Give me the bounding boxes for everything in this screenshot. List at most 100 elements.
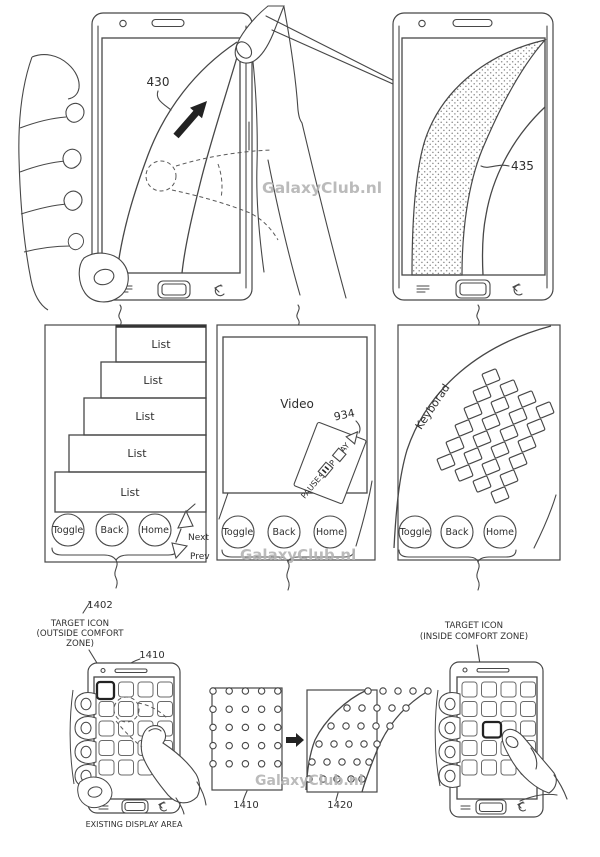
grid-dot (258, 688, 264, 694)
grid-dot (275, 724, 281, 730)
grid-dot (410, 688, 416, 694)
grid-dot (242, 742, 248, 748)
grid-dot (361, 741, 367, 747)
ref-430-label: 430 (147, 75, 170, 89)
prev-label: Prev (190, 552, 210, 562)
speaker-icon (477, 669, 509, 673)
grid-dot (226, 742, 232, 748)
target-icon-caption: (OUTSIDE COMFORT (37, 629, 125, 639)
app-icon (521, 682, 536, 697)
app-icon (158, 702, 173, 717)
grid-dot (226, 724, 232, 730)
app-icon (462, 721, 477, 736)
app-icon (99, 721, 114, 736)
speaker-icon (152, 20, 184, 27)
panel-keyboard: Keyborad Toggle Back Home (394, 325, 560, 590)
app-icon (119, 741, 134, 756)
grid-dot (373, 723, 379, 729)
grid-dot (359, 705, 365, 711)
fingernail-icon (64, 102, 85, 124)
app-icon (521, 721, 536, 736)
ref-1420-label: 1420 (327, 800, 352, 811)
grid-dot (425, 688, 431, 694)
ref-1410-label: 1410 (139, 650, 164, 661)
figure-swipe-gesture: 430 GalaxyClub.nl (19, 6, 553, 310)
holding-hand (435, 690, 460, 787)
back-label: Back (445, 527, 469, 538)
fingernail-icon (68, 233, 83, 249)
grid-dot (365, 688, 371, 694)
app-icon (521, 702, 536, 717)
target-app-icon (97, 682, 114, 699)
app-icon (501, 702, 516, 717)
grid-dot (242, 761, 248, 767)
grid-dot (275, 688, 281, 694)
grid-dot (403, 705, 409, 711)
list-label: List (127, 447, 147, 460)
grid-dot (339, 759, 345, 765)
target-icon-caption: TARGET ICON (444, 621, 503, 631)
list-label: List (143, 374, 163, 387)
panel-list: List List List List List Toggle Back Hom… (45, 325, 210, 588)
speaker-icon (115, 669, 147, 673)
grid-dot (374, 741, 380, 747)
video-label: Video (280, 397, 314, 411)
app-icon (138, 682, 153, 697)
grid-dot (328, 723, 334, 729)
grid-dot (343, 723, 349, 729)
grid-dot (242, 706, 248, 712)
grid-dot (316, 741, 322, 747)
ref-1402-label: 1402 (87, 600, 112, 611)
grid-dot (380, 688, 386, 694)
bottom-left-figure: 1402 TARGET ICON (OUTSIDE COMFORT ZONE) … (37, 600, 206, 829)
app-icon (99, 760, 114, 775)
grid-dot (226, 688, 232, 694)
home-label: Home (486, 527, 514, 538)
grid-dot (242, 688, 248, 694)
list-label: List (151, 338, 171, 351)
grid-transform-diagram: 1410 1420 GalaxyClub.nl (210, 688, 431, 811)
grid-dot (331, 741, 337, 747)
app-icon (462, 760, 477, 775)
grid-dot (258, 742, 264, 748)
watermark: GalaxyClub.nl (255, 773, 364, 789)
target-icon-caption: (INSIDE COMFORT ZONE) (420, 632, 528, 642)
grid-dot (309, 759, 315, 765)
grid-dot (210, 761, 216, 767)
grid-dot (324, 759, 330, 765)
grid-dot (226, 706, 232, 712)
grid-dot (226, 761, 232, 767)
grid-dot (395, 688, 401, 694)
app-icon (482, 682, 497, 697)
grid-dot (210, 688, 216, 694)
speaker-icon (453, 20, 492, 27)
target-app-icon (483, 722, 501, 738)
app-icon (482, 760, 497, 775)
reference-leader-bottom (115, 560, 117, 588)
home-label: Home (141, 525, 169, 536)
grid-dot (210, 724, 216, 730)
grid-dot (210, 706, 216, 712)
app-icon (482, 702, 497, 717)
grid-dot (366, 759, 372, 765)
grid-dot (258, 706, 264, 712)
phone-bottom-right (450, 662, 543, 817)
next-label: Next (188, 533, 209, 543)
app-icon (119, 682, 134, 697)
grid-dot (258, 761, 264, 767)
figure-ui-panels: List List List List List Toggle Back Hom… (45, 305, 560, 590)
back-label: Back (100, 525, 124, 536)
app-icon (158, 682, 173, 697)
grid-dot (344, 705, 350, 711)
grid-dot (374, 705, 380, 711)
app-icon (99, 702, 114, 717)
reference-leaders-top (119, 305, 479, 326)
watermark: GalaxyClub.nl (262, 179, 382, 197)
toggle-label: Toggle (399, 527, 431, 538)
grid-dot (258, 724, 264, 730)
app-icon (119, 721, 134, 736)
app-icon (501, 682, 516, 697)
phone-top-right: 435 (393, 13, 553, 300)
app-icon (482, 741, 497, 756)
